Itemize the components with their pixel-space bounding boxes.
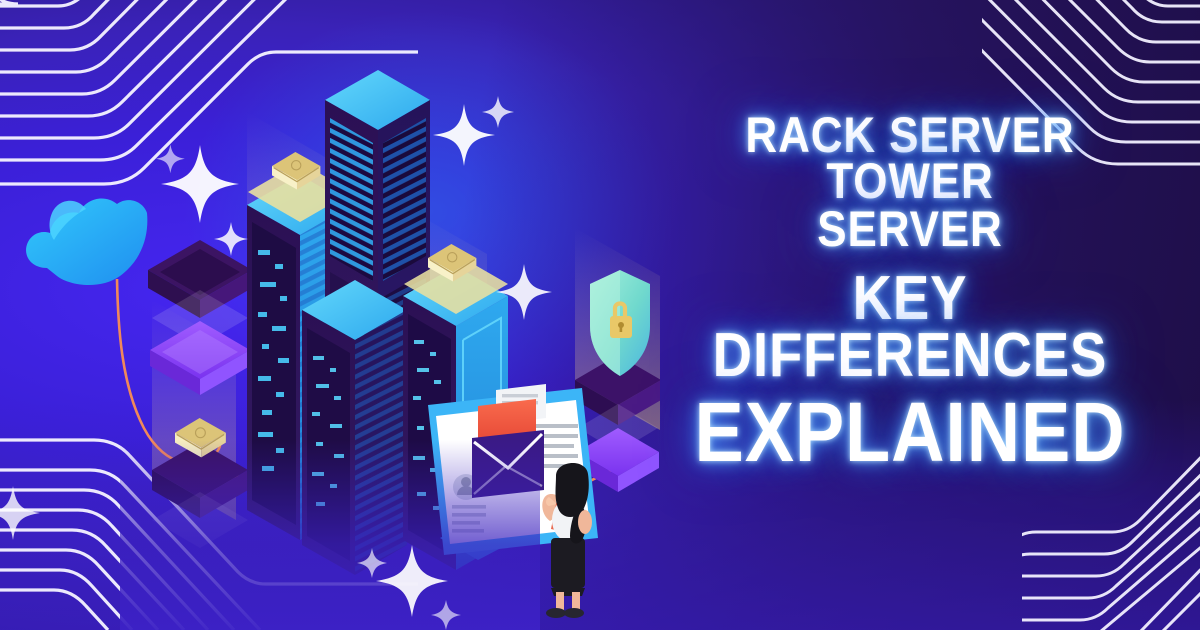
envelope-icon: [272, 152, 321, 190]
shield-lock-icon: [590, 270, 650, 376]
sparkle-star-group: [0, 96, 552, 630]
circuit-trace-top-left: [0, 0, 418, 228]
isometric-datacenter-illustration: [0, 70, 660, 630]
headline-line-2: SERVER: [817, 201, 1003, 257]
person-figure: [542, 462, 592, 618]
envelope-icon: [428, 244, 477, 282]
text-lines-right: [530, 424, 578, 468]
headline-line-4: EXPLAINED: [694, 385, 1126, 480]
headline-block: RACK SERVER TOWER SERVER KEY DIFFERENCES…: [630, 107, 1190, 480]
platform-stack: [148, 240, 252, 395]
circuit-trace-top-right: [982, 0, 1200, 198]
headline-line-1: RACK SERVER TOWER: [745, 107, 1075, 209]
headline-line-3: KEY DIFFERENCES: [712, 264, 1108, 391]
circuit-trace-bottom-right: [1022, 442, 1200, 630]
shield-platform: [575, 355, 660, 492]
cloud-icon: [26, 198, 148, 286]
